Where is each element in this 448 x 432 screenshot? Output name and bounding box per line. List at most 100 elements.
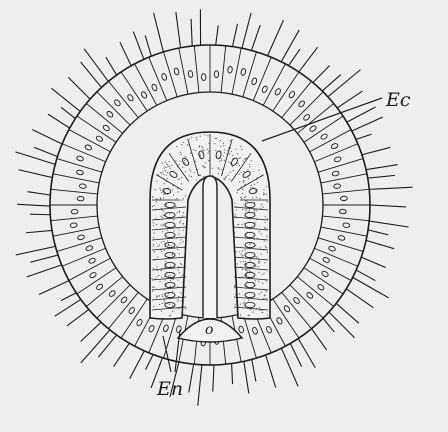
endoderm-stipple-dot xyxy=(153,244,154,245)
endoderm-stipple-dot xyxy=(229,140,230,141)
endoderm-stipple-dot xyxy=(239,174,240,175)
endoderm-stipple-dot xyxy=(170,280,171,281)
endoderm-stipple-dot xyxy=(208,153,209,154)
endoderm-stipple-dot xyxy=(261,204,262,205)
endoderm-stipple-dot xyxy=(180,242,181,243)
endoderm-stipple-dot xyxy=(246,200,247,201)
endoderm-stipple-dot xyxy=(215,150,216,151)
endoderm-stipple-dot xyxy=(160,190,161,191)
endoderm-stipple-dot xyxy=(237,153,238,154)
endoderm-stipple-dot xyxy=(215,138,216,139)
endoderm-stipple-dot xyxy=(160,270,161,271)
endoderm-stipple-dot xyxy=(202,147,203,148)
endoderm-stipple-dot xyxy=(204,167,205,168)
endoderm-stipple-dot xyxy=(165,261,166,262)
cilium xyxy=(30,214,50,215)
endoderm-stipple-dot xyxy=(239,165,240,166)
endoderm-stipple-dot xyxy=(163,211,164,212)
endoderm-stipple-dot xyxy=(163,194,164,195)
endoderm-stipple-dot xyxy=(181,144,182,145)
endoderm-stipple-dot xyxy=(179,178,180,179)
endoderm-stipple-dot xyxy=(240,304,241,305)
endoderm-stipple-dot xyxy=(240,315,241,316)
endoderm-stipple-dot xyxy=(153,237,154,238)
endoderm-stipple-dot xyxy=(176,146,177,147)
endoderm-stipple-dot xyxy=(260,254,261,255)
endoderm-stipple-dot xyxy=(178,233,179,234)
endoderm-stipple-dot xyxy=(160,197,161,198)
endoderm-stipple-dot xyxy=(257,182,258,183)
endoderm-stipple-dot xyxy=(263,189,264,190)
endoderm-stipple-dot xyxy=(259,198,260,199)
endoderm-stipple-dot xyxy=(181,239,182,240)
endoderm-stipple-dot xyxy=(169,213,170,214)
endoderm-stipple-dot xyxy=(250,271,251,272)
endoderm-stipple-dot xyxy=(201,146,202,147)
endoderm-stipple-dot xyxy=(248,300,249,301)
endoderm-stipple-dot xyxy=(251,160,252,161)
endoderm-stipple-dot xyxy=(224,160,225,161)
endoderm-stipple-dot xyxy=(184,160,185,161)
endoderm-stipple-dot xyxy=(233,170,234,171)
endoderm-stipple-dot xyxy=(152,196,153,197)
endoderm-stipple-dot xyxy=(158,275,159,276)
endoderm-stipple-dot xyxy=(220,146,221,147)
endoderm-stipple-dot xyxy=(164,250,165,251)
endoderm-stipple-dot xyxy=(258,261,259,262)
endoderm-stipple-dot xyxy=(243,261,244,262)
endoderm-stipple-dot xyxy=(246,285,247,286)
endoderm-stipple-dot xyxy=(195,150,196,151)
endoderm-stipple-dot xyxy=(240,197,241,198)
endoderm-stipple-dot xyxy=(205,162,206,163)
endoderm-stipple-dot xyxy=(179,164,180,165)
endoderm-stipple-dot xyxy=(243,303,244,304)
endoderm-stipple-dot xyxy=(249,270,250,271)
endoderm-stipple-dot xyxy=(208,151,209,152)
endoderm-stipple-dot xyxy=(260,233,261,234)
endoderm-stipple-dot xyxy=(263,206,264,207)
endoderm-stipple-dot xyxy=(254,212,255,213)
endoderm-stipple-dot xyxy=(235,294,236,295)
endoderm-stipple-dot xyxy=(163,214,164,215)
endoderm-stipple-dot xyxy=(153,222,154,223)
endoderm-stipple-dot xyxy=(178,179,179,180)
endoderm-stipple-dot xyxy=(168,243,169,244)
endoderm-stipple-dot xyxy=(241,224,242,225)
endoderm-stipple-dot xyxy=(227,175,228,176)
endoderm-stipple-dot xyxy=(166,175,167,176)
endoderm-stipple-dot xyxy=(203,150,204,151)
endoderm-stipple-dot xyxy=(239,251,240,252)
endoderm-stipple-dot xyxy=(223,155,224,156)
endoderm-stipple-dot xyxy=(167,230,168,231)
endoderm-stipple-dot xyxy=(265,245,266,246)
endoderm-stipple-dot xyxy=(243,182,244,183)
endoderm-stipple-dot xyxy=(265,227,266,228)
endoderm-stipple-dot xyxy=(264,222,265,223)
endoderm-stipple-dot xyxy=(246,275,247,276)
endoderm-stipple-dot xyxy=(236,192,237,193)
endoderm-stipple-dot xyxy=(164,302,165,303)
endoderm-stipple-dot xyxy=(182,274,183,275)
endoderm-stipple-dot xyxy=(254,184,255,185)
endoderm-stipple-dot xyxy=(247,169,248,170)
endoderm-stipple-dot xyxy=(156,295,157,296)
endoderm-stipple-dot xyxy=(245,196,246,197)
endoderm-stipple-dot xyxy=(199,175,200,176)
endoderm-stipple-dot xyxy=(266,236,267,237)
endoderm-stipple-dot xyxy=(181,292,182,293)
endoderm-stipple-dot xyxy=(236,209,237,210)
endoderm-stipple-dot xyxy=(241,172,242,173)
endoderm-stipple-dot xyxy=(178,253,179,254)
endoderm-stipple-dot xyxy=(264,240,265,241)
endoderm-stipple-dot xyxy=(167,166,168,167)
endoderm-stipple-dot xyxy=(196,179,197,180)
endoderm-stipple-dot xyxy=(243,180,244,181)
endoderm-stipple-dot xyxy=(167,178,168,179)
endoderm-stipple-dot xyxy=(161,192,162,193)
endoderm-stipple-dot xyxy=(182,282,183,283)
endoderm-stipple-dot xyxy=(177,286,178,287)
endoderm-stipple-dot xyxy=(267,218,268,219)
endoderm-stipple-dot xyxy=(250,187,251,188)
endoderm-stipple-dot xyxy=(207,135,208,136)
endoderm-stipple-dot xyxy=(264,262,265,263)
